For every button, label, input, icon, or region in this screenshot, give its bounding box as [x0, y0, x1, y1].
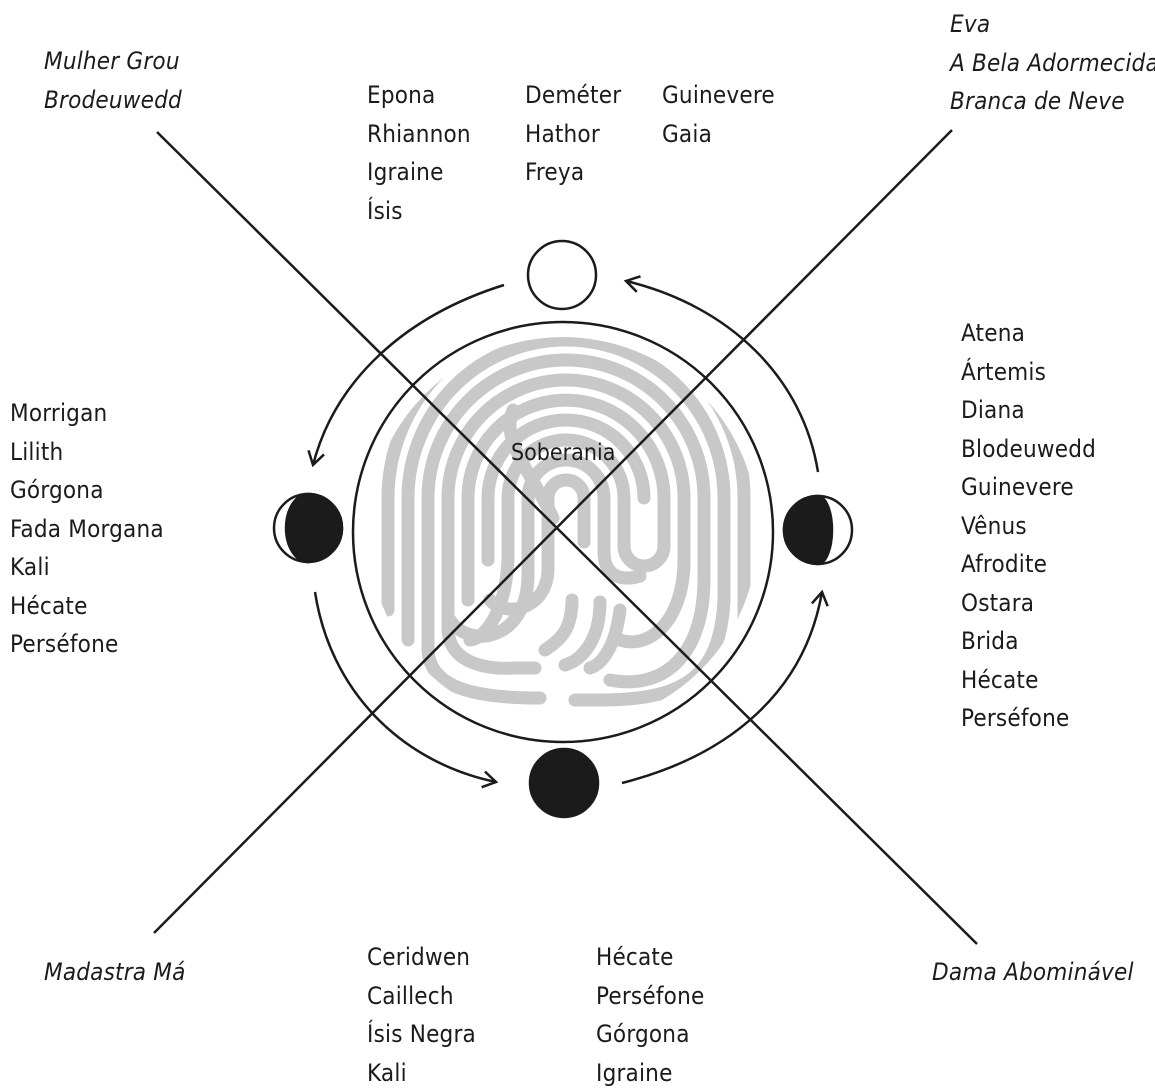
list-item: Perséfone: [596, 977, 704, 1016]
list-item: Deméter: [525, 76, 621, 115]
list-item: Fada Morgana: [10, 510, 164, 549]
waning-moon-icon: [274, 494, 342, 562]
list-item: Kali: [367, 1054, 476, 1092]
top-list-col2: Deméter Hathor Freya: [525, 76, 621, 192]
corner-label: Eva: [950, 5, 1155, 44]
list-item: Vênus: [961, 507, 1096, 546]
corner-label: Madastra Má: [44, 953, 186, 992]
corner-label: Dama Abominável: [932, 953, 1134, 992]
list-item: Blodeuwedd: [961, 430, 1096, 469]
top-list-col1: Epona Rhiannon Igraine Ísis: [367, 76, 471, 230]
list-item: Ísis Negra: [367, 1015, 476, 1054]
waxing-moon-icon: [784, 496, 852, 564]
list-item: Górgona: [10, 471, 164, 510]
bottom-list-col2: Hécate Perséfone Górgona Igraine: [596, 938, 704, 1092]
new-moon-icon: [530, 749, 598, 817]
list-item: Perséfone: [961, 699, 1096, 738]
top-list-col3: Guinevere Gaia: [662, 76, 775, 153]
list-item: Hécate: [596, 938, 704, 977]
corner-top-right: Eva A Bela Adormecida Branca de Neve: [950, 5, 1155, 121]
corner-label: Branca de Neve: [950, 82, 1155, 121]
list-item: Kali: [10, 548, 164, 587]
list-item: Diana: [961, 391, 1096, 430]
list-item: Caillech: [367, 977, 476, 1016]
corner-bottom-right: Dama Abominável: [932, 953, 1134, 992]
list-item: Lilith: [10, 433, 164, 472]
left-list: Morrigan Lilith Górgona Fada Morgana Kal…: [10, 394, 164, 664]
list-item: Perséfone: [10, 625, 164, 664]
corner-label: Brodeuwedd: [44, 81, 182, 120]
full-moon-icon: [528, 241, 596, 309]
list-item: Hathor: [525, 115, 621, 154]
list-item: Epona: [367, 76, 471, 115]
center-label: Soberania: [511, 439, 615, 467]
corner-top-left: Mulher Grou Brodeuwedd: [44, 42, 182, 119]
bottom-list-col1: Ceridwen Caillech Ísis Negra Kali: [367, 938, 476, 1092]
list-item: Afrodite: [961, 545, 1096, 584]
list-item: Freya: [525, 153, 621, 192]
list-item: Rhiannon: [367, 115, 471, 154]
list-item: Ísis: [367, 192, 471, 231]
corner-label: Mulher Grou: [44, 42, 182, 81]
list-item: Ártemis: [961, 353, 1096, 392]
list-item: Hécate: [961, 661, 1096, 700]
list-item: Gaia: [662, 115, 775, 154]
list-item: Igraine: [367, 153, 471, 192]
list-item: Igraine: [596, 1054, 704, 1092]
list-item: Brida: [961, 622, 1096, 661]
list-item: Ostara: [961, 584, 1096, 623]
list-item: Górgona: [596, 1015, 704, 1054]
list-item: Atena: [961, 314, 1096, 353]
corner-bottom-left: Madastra Má: [44, 953, 186, 992]
right-list: Atena Ártemis Diana Blodeuwedd Guinevere…: [961, 314, 1096, 738]
list-item: Ceridwen: [367, 938, 476, 977]
list-item: Morrigan: [10, 394, 164, 433]
list-item: Guinevere: [961, 468, 1096, 507]
corner-label: A Bela Adormecida: [950, 44, 1155, 83]
list-item: Guinevere: [662, 76, 775, 115]
list-item: Hécate: [10, 587, 164, 626]
